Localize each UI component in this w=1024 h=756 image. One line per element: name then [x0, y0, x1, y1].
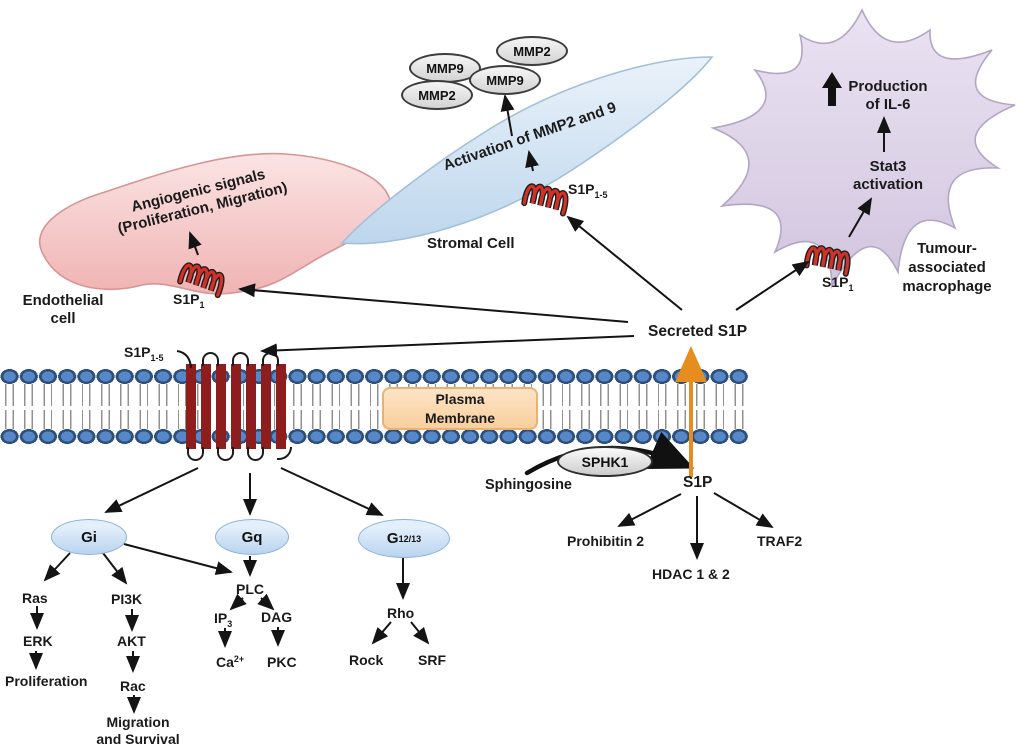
il6-production-label: Production of IL-6: [848, 78, 928, 113]
receptor-loop: [232, 352, 249, 366]
rock-label: Rock: [349, 652, 384, 668]
calcium-label: Ca2+: [216, 654, 245, 670]
mmp2-bubble: MMP2: [401, 80, 473, 110]
stat3-activation-label: Stat3 activation: [852, 158, 924, 193]
plc-label: PLC: [236, 581, 264, 597]
receptor-loop: [187, 447, 204, 461]
gi-pathway-arrows: [29, 543, 233, 714]
rho-label: Rho: [387, 605, 415, 621]
secreted-s1p-label: Secreted S1P: [648, 323, 748, 340]
receptor-to-gprotein-arrows: [104, 467, 384, 516]
receptor-loop: [217, 447, 234, 461]
receptor-loop: [247, 447, 264, 461]
erk-label: ERK: [23, 633, 53, 649]
receptor-label-connector: [176, 350, 192, 369]
pi3k-label: PI3K: [111, 591, 143, 607]
mmp2-bubble: MMP2: [496, 36, 568, 66]
stromal-cell-name: Stromal Cell: [427, 235, 515, 252]
il6-increase-arrow: [822, 72, 842, 106]
dag-label: DAG: [261, 609, 293, 625]
secreted-s1p-arrows: [238, 215, 810, 358]
s1p-target-arrows: [617, 492, 774, 560]
macrophage-cell-shape: [710, 8, 1016, 290]
plasma-membrane-bilayer: [0, 352, 748, 461]
receptor-loop: [202, 352, 219, 366]
plasma-membrane-label-box: Plasma Membrane: [382, 387, 538, 430]
proliferation-label: Proliferation: [5, 673, 88, 689]
rac-label: Rac: [120, 678, 146, 694]
cell-internal-arrows: [188, 94, 891, 256]
stromal-receptor-label: S1P1-5: [568, 181, 608, 200]
s1p-label: S1P: [683, 474, 713, 491]
hdac-label: HDAC 1 & 2: [652, 566, 730, 582]
stromal-s1p1-5-receptor-coil: [524, 184, 568, 214]
akt-label: AKT: [117, 633, 146, 649]
plasma-membrane-label-line1: Plasma: [435, 391, 485, 408]
endothelial-cell-name: Endothelial cell: [22, 292, 104, 327]
traf2-label: TRAF2: [757, 533, 803, 549]
sphk1-enzyme: SPHK1: [557, 446, 653, 477]
migration-survival-label: Migration and Survival: [96, 714, 180, 747]
gq-pathway-arrows: [218, 556, 285, 648]
sphingosine-label: Sphingosine: [485, 477, 572, 493]
pkc-label: PKC: [267, 654, 297, 670]
mmp9-bubble: MMP9: [469, 65, 541, 95]
macrophage-cell-name: Tumour- associated macrophage: [902, 240, 992, 295]
gi-protein: Gi: [51, 519, 127, 555]
g1213-pathway-arrows: [371, 558, 430, 645]
srf-label: SRF: [418, 652, 446, 668]
macrophage-receptor-label: S1P1: [822, 274, 854, 293]
plasma-membrane-label-line2: Membrane: [424, 409, 496, 426]
ip3-label: IP3: [214, 610, 233, 629]
gq-protein: Gq: [215, 519, 289, 555]
endothelial-receptor-label: S1P1: [173, 291, 205, 310]
prohibitin2-label: Prohibitin 2: [567, 533, 644, 549]
mmp9-bubble: MMP9: [409, 53, 481, 83]
ras-label: Ras: [22, 590, 48, 606]
s1p-receptor-helices: [186, 364, 286, 449]
membrane-receptor-label: S1P1-5: [124, 344, 164, 363]
